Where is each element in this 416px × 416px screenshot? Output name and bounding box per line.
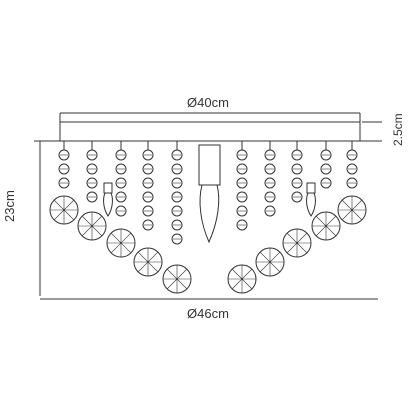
crystal-bead (171, 205, 183, 217)
crystal-bead (86, 163, 98, 175)
crystal-ball-facets (312, 212, 340, 240)
crystal-bead (142, 163, 154, 175)
crystal-strand (337, 141, 367, 225)
crystal-bead (320, 177, 332, 189)
crystal-strand (49, 141, 79, 225)
canopy-height-label: 2.5cm (391, 113, 405, 146)
crystal-bead (291, 149, 303, 161)
crystal-bead (171, 191, 183, 203)
crystal-bead (115, 177, 127, 189)
side-candle-bulb (103, 192, 113, 217)
crystal-bead (115, 191, 127, 203)
crystal-ball-facets (78, 212, 106, 240)
crystal-ball-facets (107, 229, 135, 257)
crystal-strand (77, 141, 107, 241)
crystal-bead (58, 163, 70, 175)
crystal-strand (255, 141, 285, 277)
crystal-bead (236, 149, 248, 161)
side-bulb-holder (306, 182, 316, 194)
crystal-ball-facets (134, 248, 162, 276)
fixture (40, 121, 378, 294)
crystal-strand (282, 141, 312, 258)
crystal-bead (236, 191, 248, 203)
height-label: 23cm (2, 190, 17, 222)
crystal-bead (346, 149, 358, 161)
crystal-bead (86, 191, 98, 203)
crystal-bead (320, 163, 332, 175)
crystal-bead (142, 219, 154, 231)
crystal-ball-facets (283, 229, 311, 257)
crystal-strand (106, 141, 136, 258)
crystal-bead (142, 191, 154, 203)
crystal-bead (236, 177, 248, 189)
center-bulb-holder (198, 144, 221, 186)
crystal-bead (346, 163, 358, 175)
canopy (59, 121, 361, 142)
bottom-width-label: Ø46cm (187, 306, 229, 321)
crystal-ball-facets (338, 196, 366, 224)
crystal-bead (115, 163, 127, 175)
crystal-bead (264, 205, 276, 217)
crystal-bead (142, 205, 154, 217)
crystal-bead (171, 233, 183, 245)
crystal-bead (115, 205, 127, 217)
crystal-bead (86, 177, 98, 189)
crystal-strand (133, 141, 163, 277)
crystal-bead (236, 219, 248, 231)
side-candle-bulb (306, 192, 316, 217)
top-width-label: Ø40cm (187, 95, 229, 110)
crystal-ball-facets (50, 196, 78, 224)
crystal-bead (264, 177, 276, 189)
center-candle-bulb (199, 184, 220, 244)
crystal-bead (171, 163, 183, 175)
crystal-bead (236, 163, 248, 175)
crystal-bead (171, 219, 183, 231)
side-bulb-holder (103, 182, 113, 194)
crystal-bead (291, 177, 303, 189)
crystal-bead (264, 149, 276, 161)
crystal-bead (346, 177, 358, 189)
crystal-bead (171, 177, 183, 189)
crystal-strand (311, 141, 341, 241)
crystal-strand (162, 141, 192, 294)
crystal-strand (227, 141, 257, 294)
crystal-bead (320, 149, 332, 161)
crystal-ball-facets (228, 265, 256, 293)
crystal-bead (115, 149, 127, 161)
crystal-bead (86, 149, 98, 161)
crystal-ball-facets (256, 248, 284, 276)
crystal-bead (171, 149, 183, 161)
crystal-bead (58, 149, 70, 161)
crystal-bead (58, 177, 70, 189)
crystal-bead (291, 163, 303, 175)
dimension-lines (34, 112, 382, 300)
crystal-bead (291, 191, 303, 203)
crystal-bead (236, 205, 248, 217)
crystal-bead (142, 149, 154, 161)
crystal-bead (264, 191, 276, 203)
crystal-bead (264, 163, 276, 175)
crystal-bead (142, 177, 154, 189)
crystal-ball-facets (163, 265, 191, 293)
